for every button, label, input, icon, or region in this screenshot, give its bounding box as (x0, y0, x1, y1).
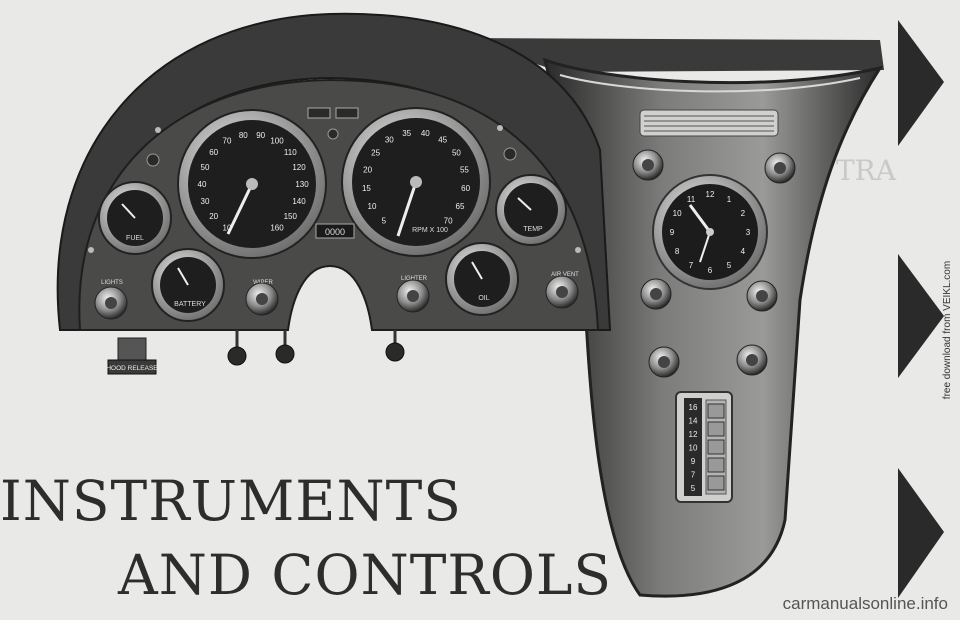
wiper-knob[interactable] (245, 282, 279, 316)
air-vent-label: AIR VENT (551, 272, 579, 278)
battery-label: BATTERY (174, 301, 206, 308)
clock-numeral: 11 (687, 195, 696, 204)
page-title-line2: AND CONTROLS (118, 543, 613, 607)
gauge-tick-label: 50 (201, 163, 210, 172)
gauge-tick-label: 80 (239, 131, 248, 140)
speedometer-gauge (177, 109, 327, 259)
console-knob[interactable] (632, 149, 664, 181)
temp-gauge: TEMP (495, 174, 567, 246)
oil-gauge: OIL (445, 242, 519, 316)
radio-dial-number: 7 (691, 471, 696, 480)
gauge-tick-label: 10 (368, 202, 377, 211)
console-knob[interactable] (640, 278, 672, 310)
clock-numeral: 9 (670, 228, 675, 237)
oil-label: OIL (478, 295, 489, 302)
clock-numeral: 8 (675, 247, 680, 256)
ghost-heading: TRA (836, 154, 897, 187)
console-knob[interactable] (736, 344, 768, 376)
page-title-line1: INSTRUMENTS (0, 469, 462, 533)
gauge-tick-label: 25 (371, 149, 380, 158)
radio-dial-number: 12 (689, 430, 698, 439)
under-panel-knob[interactable] (227, 330, 247, 366)
gauge-tick-label: 30 (385, 136, 394, 145)
tachometer-gauge: RPM X 100 (341, 107, 491, 257)
lights-label: LIGHTS (101, 280, 123, 286)
gauge-tick-label: 70 (223, 137, 232, 146)
gauge-tick-label: 150 (284, 212, 298, 221)
odometer: 0000 (315, 223, 355, 239)
console-knob[interactable] (746, 280, 778, 312)
lighter-knob[interactable] (396, 279, 430, 313)
radio-dial-number: 16 (689, 403, 698, 412)
arrow-right-icon (898, 20, 944, 146)
gauge-tick-label: 160 (270, 223, 284, 232)
gauge-tick-label: 55 (460, 165, 469, 174)
gauge-tick-label: 50 (452, 149, 461, 158)
gauge-tick-label: 60 (209, 148, 218, 157)
gauge-tick-label: 120 (292, 163, 306, 172)
under-panel-knob[interactable] (385, 330, 405, 362)
clock-numeral: 3 (746, 228, 751, 237)
gauge-tick-label: 20 (209, 212, 218, 221)
gauge-tick-label: 60 (461, 184, 470, 193)
arrow-right-icon (898, 254, 944, 378)
air-vent-knob[interactable] (545, 275, 579, 309)
footer-watermark: carmanualsonline.info (782, 594, 948, 613)
gauge-tick-label: 5 (382, 216, 387, 225)
radio-preset-buttons[interactable] (707, 403, 725, 491)
hood-release-label: HOOD RELEASE (106, 365, 158, 372)
clock-numeral: 7 (689, 261, 694, 270)
tachometer-unit: RPM X 100 (412, 227, 448, 234)
gauge-tick-label: 15 (362, 184, 371, 193)
battery-gauge: BATTERY (151, 248, 225, 322)
gauge-tick-label: 70 (444, 216, 453, 225)
gauge-tick-label: 30 (201, 197, 210, 206)
clock-numeral: 4 (741, 247, 746, 256)
clock-numeral: 6 (708, 266, 713, 275)
radio-dial-numbers: 16 14 12 10 9 7 5 (689, 403, 698, 493)
radio-dial-number: 9 (691, 457, 696, 466)
temp-label: TEMP (523, 226, 543, 233)
gauge-tick-label: 40 (198, 180, 207, 189)
fuel-gauge: FUEL (98, 181, 172, 255)
svg-text:0000: 0000 (325, 227, 345, 237)
clock-numeral: 5 (727, 261, 732, 270)
clock-numeral: 10 (673, 209, 682, 218)
gauge-tick-label: 90 (256, 131, 265, 140)
console-knob[interactable] (764, 152, 796, 184)
hood-release-handle[interactable]: HOOD RELEASE (106, 337, 158, 375)
fuel-label: FUEL (126, 235, 144, 242)
gauge-tick-label: 65 (456, 202, 465, 211)
under-panel-knob[interactable] (275, 330, 295, 364)
gauge-tick-label: 100 (270, 137, 284, 146)
clock-gauge (652, 174, 768, 290)
gauge-tick-label: 20 (363, 165, 372, 174)
clock-numeral: 12 (706, 190, 715, 199)
console-air-vent (639, 109, 779, 137)
clock-numeral: 2 (741, 209, 746, 218)
console-knob[interactable] (648, 346, 680, 378)
clock-numeral: 1 (727, 195, 732, 204)
radio-dial-number: 5 (691, 484, 696, 493)
radio-dial-number: 10 (689, 444, 698, 453)
lights-knob[interactable] (94, 286, 128, 320)
gauge-tick-label: 140 (292, 197, 306, 206)
gauge-tick-label: 10 (223, 223, 232, 232)
gauge-tick-label: 110 (284, 148, 297, 157)
radio-dial-number: 14 (689, 417, 698, 426)
lighter-label: LIGHTER (401, 276, 428, 282)
gauge-tick-label: 45 (438, 136, 447, 145)
gauge-tick-label: 35 (402, 129, 411, 138)
gauge-tick-label: 130 (295, 180, 309, 189)
gauge-tick-label: 40 (421, 129, 430, 138)
arrow-right-icon (898, 468, 944, 598)
dash-top-rail (460, 38, 884, 72)
